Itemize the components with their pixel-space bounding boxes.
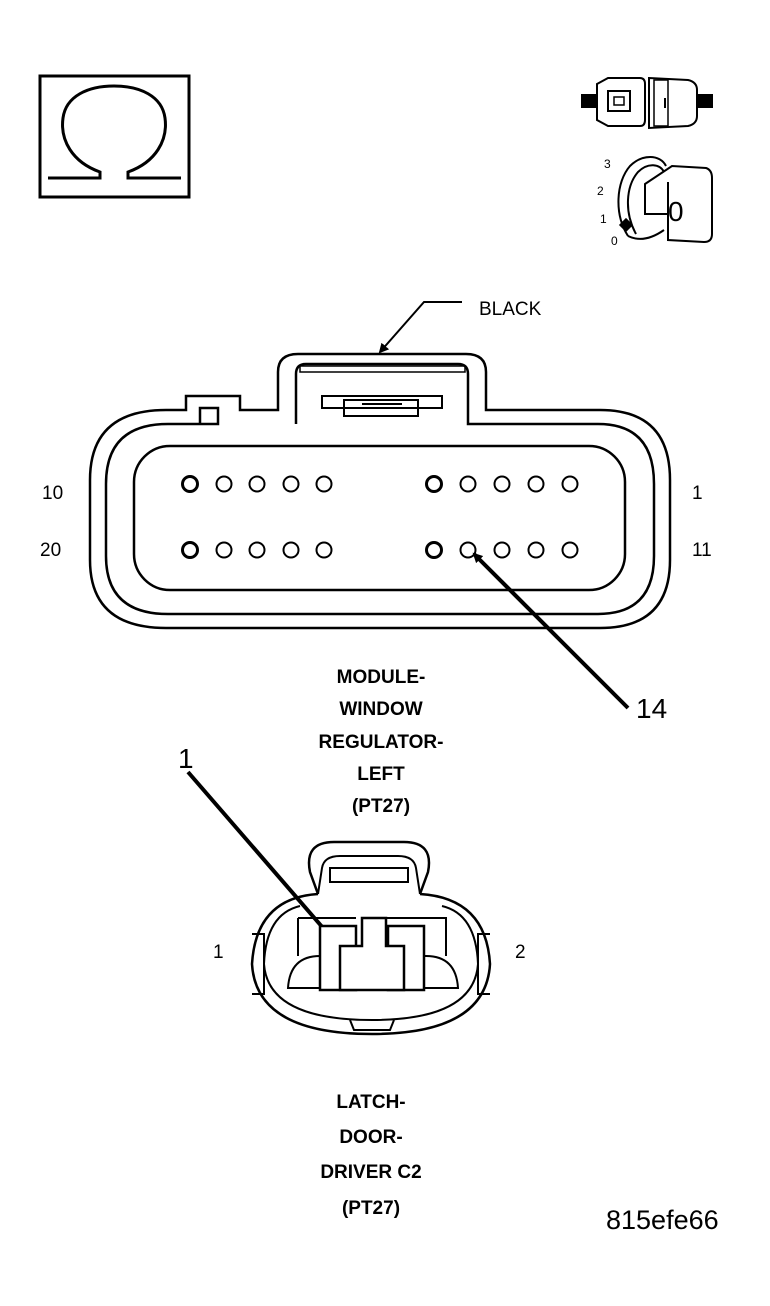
connector-pin-cavity	[248, 475, 266, 493]
connector-pin-cavity	[425, 475, 443, 493]
callout-14-label: 14	[636, 693, 667, 724]
door-latch-connector	[250, 840, 492, 1036]
window-regulator-connector	[88, 352, 672, 630]
connector-pin-cavity	[282, 475, 300, 493]
connector-pin-cavity	[282, 541, 300, 559]
connector-pin-cavity	[527, 541, 545, 559]
title-line: MODULE-	[337, 667, 426, 688]
pin-1-callout: 1	[178, 743, 332, 938]
pin-label-10: 10	[42, 483, 63, 504]
ignition-position-0: 0	[611, 234, 618, 248]
window-regulator-title: MODULE- WINDOW REGULATOR- LEFT (PT27)	[319, 667, 444, 817]
title-line: REGULATOR-	[319, 732, 444, 753]
connector-pin-cavity	[561, 475, 579, 493]
connector-pin-cavity	[459, 475, 477, 493]
connector-pin-cavity	[561, 541, 579, 559]
ignition-off-icon: 3 2 1 0 0	[597, 156, 713, 248]
ignition-key-label: 0	[668, 196, 684, 227]
title-line: (PT27)	[352, 796, 410, 817]
pin-label-1: 1	[692, 483, 703, 504]
connector-pin-cavity	[527, 475, 545, 493]
title-line: LEFT	[357, 764, 405, 785]
connector-disconnect-icon	[581, 76, 713, 130]
connector-pin-cavity	[493, 541, 511, 559]
connector-pin-cavity	[181, 475, 199, 493]
connector-pin-cavity	[248, 541, 266, 559]
connector-pin-cavity	[493, 475, 511, 493]
connector-pin-cavity	[181, 541, 199, 559]
latch-pin-label-2: 2	[515, 942, 526, 963]
ignition-position-3: 3	[604, 157, 611, 171]
title-line: DRIVER C2	[320, 1162, 421, 1183]
title-line: (PT27)	[342, 1198, 400, 1219]
pin-label-11: 11	[692, 540, 712, 561]
figure-reference: 815efe66	[606, 1205, 719, 1235]
title-line: DOOR-	[339, 1127, 402, 1148]
color-callout: BLACK	[378, 299, 542, 354]
connector-pins	[181, 475, 579, 559]
connector-pin-cavity	[459, 541, 477, 559]
callout-1-label: 1	[178, 743, 194, 774]
connector-pin-cavity	[425, 541, 443, 559]
connector-pin-cavity	[215, 475, 233, 493]
latch-pin-label-1: 1	[213, 942, 224, 963]
door-latch-title: LATCH- DOOR- DRIVER C2 (PT27)	[320, 1092, 421, 1219]
connector-color-label: BLACK	[479, 299, 542, 320]
pin-14-callout: 14	[472, 552, 667, 724]
connector-pin-cavity	[315, 475, 333, 493]
title-line: WINDOW	[339, 699, 422, 720]
connector-pin-cavity	[215, 541, 233, 559]
ohm-meter-icon	[38, 74, 191, 199]
title-line: LATCH-	[336, 1092, 405, 1113]
ignition-position-2: 2	[597, 184, 604, 198]
pin-label-20: 20	[40, 540, 61, 561]
connector-pin-cavity	[315, 541, 333, 559]
ignition-position-1: 1	[600, 212, 607, 226]
